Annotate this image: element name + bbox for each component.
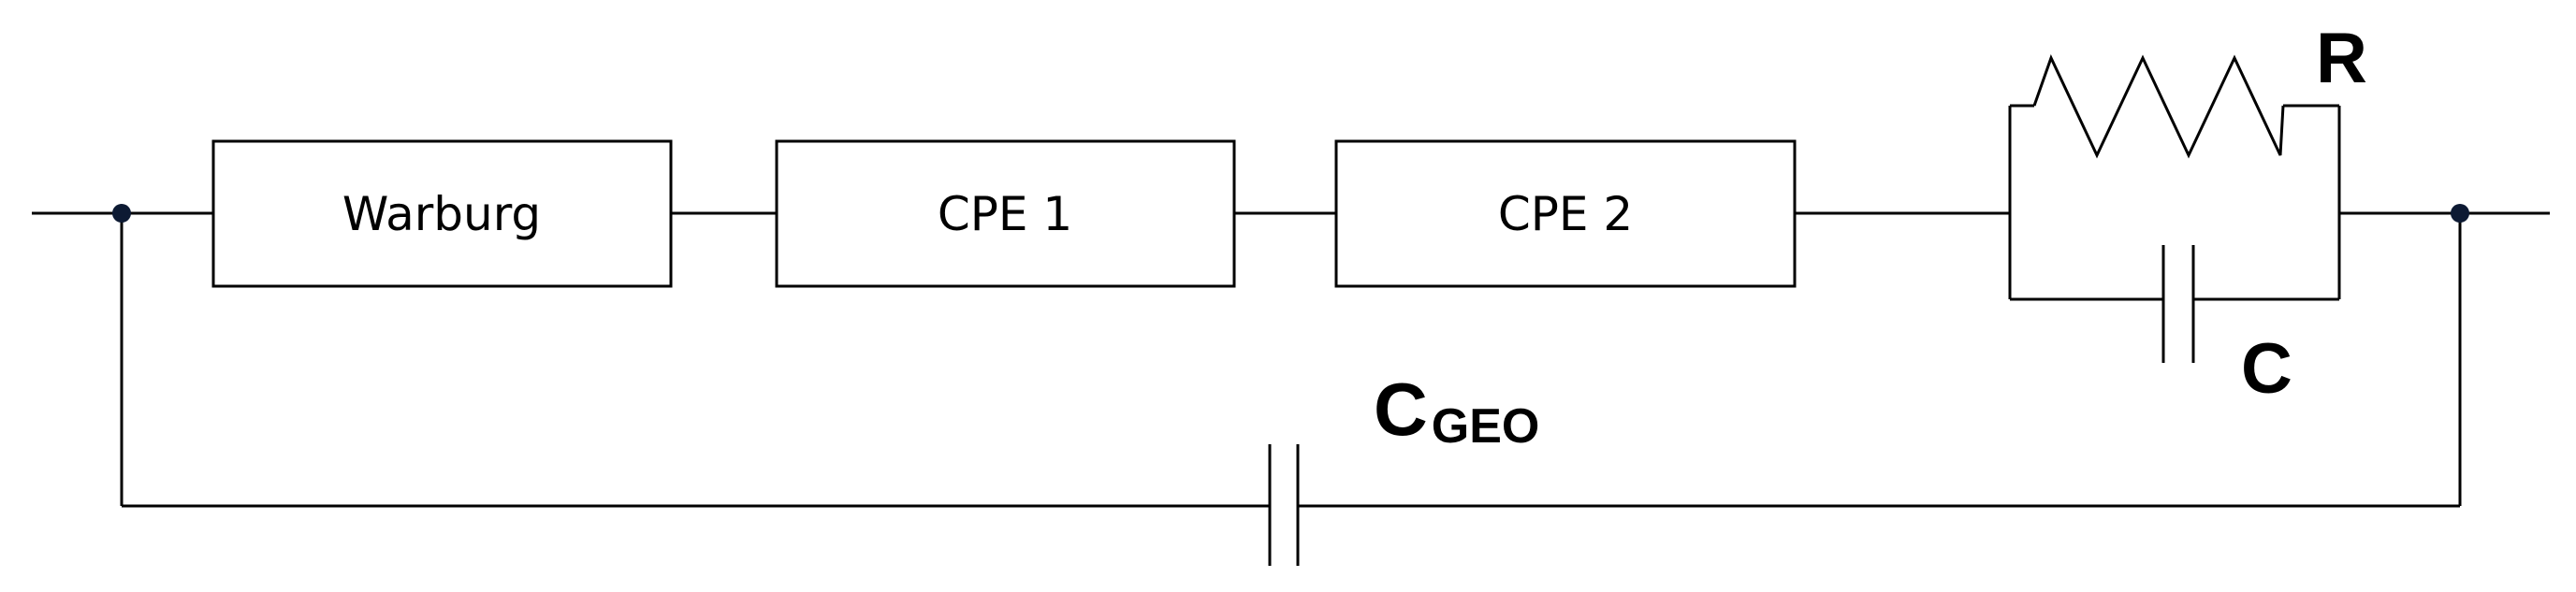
cpe1-box xyxy=(775,139,1236,288)
component-boxes xyxy=(211,139,1797,288)
geometric-capacitor-label: CGEO xyxy=(1374,368,1539,454)
geometric-capacitor-label-main: C xyxy=(1374,368,1428,451)
geometric-capacitor-symbol xyxy=(1268,444,1300,566)
warburg-box xyxy=(211,139,673,288)
junction-node-left xyxy=(112,204,131,223)
capacitor-symbol xyxy=(2161,245,2195,363)
cpe1-label: CPE 1 xyxy=(938,187,1072,241)
resistor-label: R xyxy=(2316,19,2367,98)
wires xyxy=(32,104,2550,508)
warburg-label: Warburg xyxy=(342,187,541,241)
resistor-symbol xyxy=(2032,54,2285,159)
junction-node-right xyxy=(2451,204,2469,223)
geometric-capacitor-label-sub: GEO xyxy=(1432,399,1540,454)
cpe2-label: CPE 2 xyxy=(1498,187,1633,241)
cpe2-box xyxy=(1334,139,1797,288)
capacitor-label: C xyxy=(2241,329,2292,409)
